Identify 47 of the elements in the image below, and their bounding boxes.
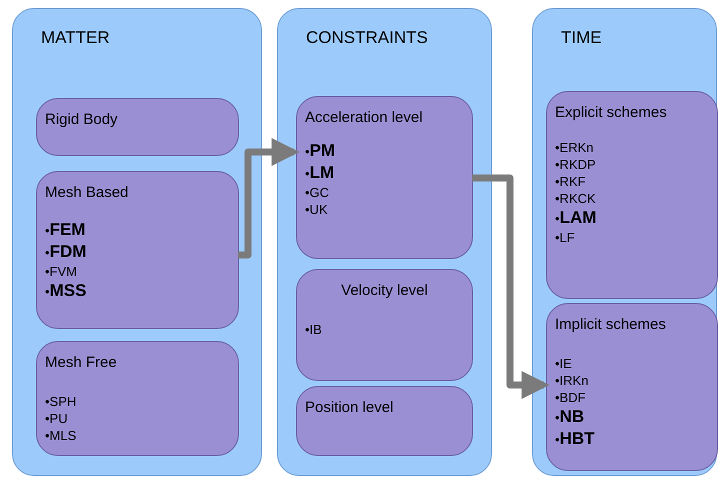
- category-box: [296, 269, 473, 381]
- category-box: [36, 98, 239, 156]
- list-item: •IRKn: [555, 372, 588, 389]
- list-item: •FVM: [45, 262, 77, 280]
- column-panel: [532, 8, 717, 476]
- list-item: •LM: [305, 162, 334, 184]
- list-item: •LAM: [555, 206, 596, 229]
- column-panel: [277, 8, 492, 476]
- list-item: •RKDP: [555, 156, 596, 173]
- list-item: •BDF: [555, 388, 586, 406]
- list-item: •SPH: [45, 392, 76, 410]
- column-panel: [12, 8, 262, 476]
- category-box: [296, 386, 473, 456]
- box-heading: Implicit schemes: [555, 316, 667, 335]
- list-item: •GC: [305, 184, 330, 201]
- box-heading: Velocity level: [341, 282, 428, 301]
- list-item: •FEM: [45, 218, 86, 241]
- list-item: •PU: [45, 410, 68, 427]
- category-box: [36, 171, 239, 329]
- list-item: •IE: [555, 354, 572, 372]
- box-heading: Explicit schemes: [555, 104, 668, 123]
- list-item: •MLS: [45, 426, 76, 444]
- list-item: •PM: [305, 140, 336, 162]
- list-item: •ERKn: [555, 138, 594, 156]
- box-heading: Acceleration level: [305, 109, 424, 128]
- list-item: •RKF: [555, 172, 586, 190]
- column-heading: MATTER: [41, 28, 110, 47]
- category-box: [296, 96, 473, 259]
- list-item: •FDM: [45, 240, 86, 263]
- list-item: •RKCK: [555, 190, 596, 207]
- list-item: •IB: [305, 320, 322, 338]
- category-box: [36, 341, 239, 456]
- list-item: •LF: [555, 228, 575, 246]
- box-heading: Mesh Based: [45, 184, 130, 203]
- list-item: •NB: [555, 406, 584, 428]
- category-box: [546, 91, 718, 299]
- category-box: [546, 303, 718, 471]
- list-item: •HBT: [555, 428, 595, 450]
- box-heading: Mesh Free: [45, 354, 118, 373]
- column-heading: CONSTRAINTS: [306, 28, 428, 47]
- arrow: [472, 174, 550, 399]
- box-heading: Rigid Body: [45, 111, 119, 130]
- list-item: •MSS: [45, 280, 86, 302]
- box-heading: Position level: [305, 399, 394, 418]
- arrow: [238, 138, 300, 258]
- list-item: •UK: [305, 200, 328, 218]
- column-heading: TIME: [561, 28, 602, 47]
